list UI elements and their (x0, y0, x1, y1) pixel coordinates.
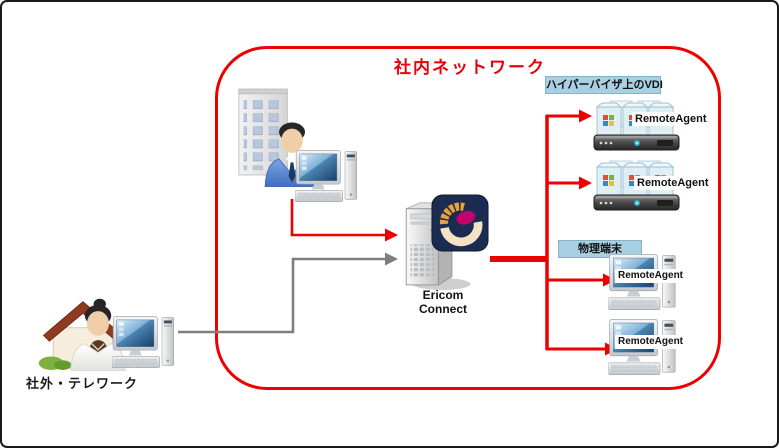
office-to-connect-arrow (290, 199, 398, 242)
physical-section-header: 物理端末 (558, 240, 642, 258)
office-worker-cluster (238, 88, 357, 202)
remote-agent-label-vdi-1: RemoteAgent (632, 112, 710, 126)
branch-arrow-terminal-1 (546, 273, 616, 287)
ericom-connect-logo-icon (431, 194, 489, 252)
telework-cluster (38, 298, 174, 371)
internal-network-boundary (215, 46, 721, 390)
remote-agent-label-terminal-2: RemoteAgent (615, 335, 687, 349)
telework-desktop-pc-icon (112, 316, 174, 368)
vm-host-server-icon-1 (593, 100, 680, 151)
network-title: 社内ネットワーク (394, 58, 546, 77)
external-telework-label: 社外・テレワーク (26, 376, 139, 391)
remote-agent-label-vdi-2: RemoteAgent (634, 176, 712, 190)
vdi-section-header: ハイパーバイザ上のVDI (545, 76, 663, 94)
branch-arrow-vdi-1 (546, 109, 592, 123)
remote-agent-label-terminal-1: RemoteAgent (615, 269, 687, 283)
connect-server-label: Ericom Connect (419, 288, 467, 316)
office-desktop-pc-icon (295, 150, 357, 202)
telework-to-connect-arrow (178, 252, 398, 334)
branch-arrow-vdi-2 (546, 176, 592, 190)
